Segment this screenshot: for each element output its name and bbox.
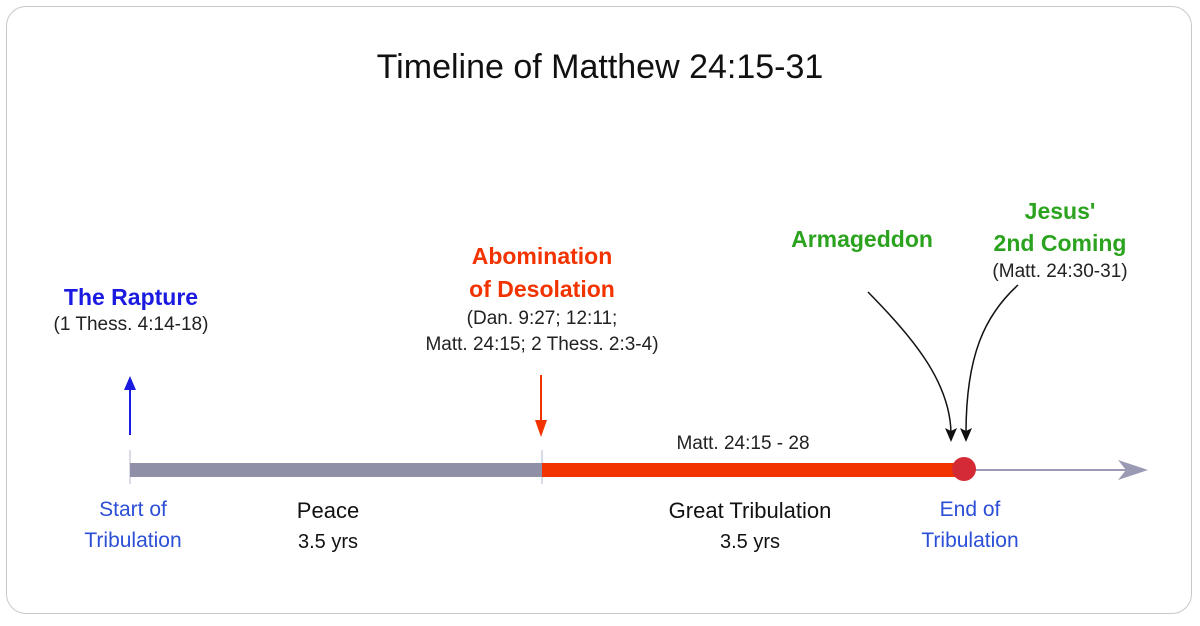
armageddon-label: Armageddon xyxy=(791,226,933,252)
rapture-arrowhead xyxy=(124,376,136,390)
peace-period-name: Peace xyxy=(296,498,360,523)
second-coming-label-line2: 2nd Coming xyxy=(993,230,1127,256)
abomination-reference-line1: (Dan. 9:27; 12:11; xyxy=(466,308,618,329)
abomination-arrowhead xyxy=(535,420,547,437)
second-coming-label-line1: Jesus' xyxy=(1024,198,1096,224)
armageddon-arrowhead xyxy=(945,428,957,442)
diagram-frame xyxy=(6,6,1192,614)
great-tribulation-name: Great Tribulation xyxy=(668,498,832,523)
end-of-tribulation-line1: End of xyxy=(939,498,1001,521)
abomination-label-line1: Abomination xyxy=(471,243,613,269)
second-coming-reference: (Matt. 24:30-31) xyxy=(992,261,1128,282)
timeline-arrowhead xyxy=(1118,460,1148,480)
abomination-reference-line2: Matt. 24:15; 2 Thess. 2:3-4) xyxy=(425,334,659,355)
end-of-tribulation-line2: Tribulation xyxy=(921,529,1019,552)
second-coming-arrowhead xyxy=(960,428,972,442)
great-tribulation-duration: 3.5 yrs xyxy=(719,531,781,553)
start-of-tribulation-line1: Start of xyxy=(99,498,167,521)
start-of-tribulation-line2: Tribulation xyxy=(84,529,182,552)
peace-bar xyxy=(130,463,542,477)
great-tribulation-reference: Matt. 24:15 - 28 xyxy=(676,433,810,454)
second-coming-arrow xyxy=(965,284,1019,434)
rapture-label: The Rapture xyxy=(63,284,199,310)
peace-period-duration: 3.5 yrs xyxy=(297,531,359,553)
rapture-reference: (1 Thess. 4:14-18) xyxy=(53,314,209,335)
great-tribulation-bar xyxy=(542,463,964,477)
diagram-title: Timeline of Matthew 24:15-31 xyxy=(376,48,824,86)
armageddon-arrow xyxy=(867,291,952,434)
abomination-label-line2: of Desolation xyxy=(469,276,615,302)
end-of-tribulation-dot xyxy=(952,457,976,481)
